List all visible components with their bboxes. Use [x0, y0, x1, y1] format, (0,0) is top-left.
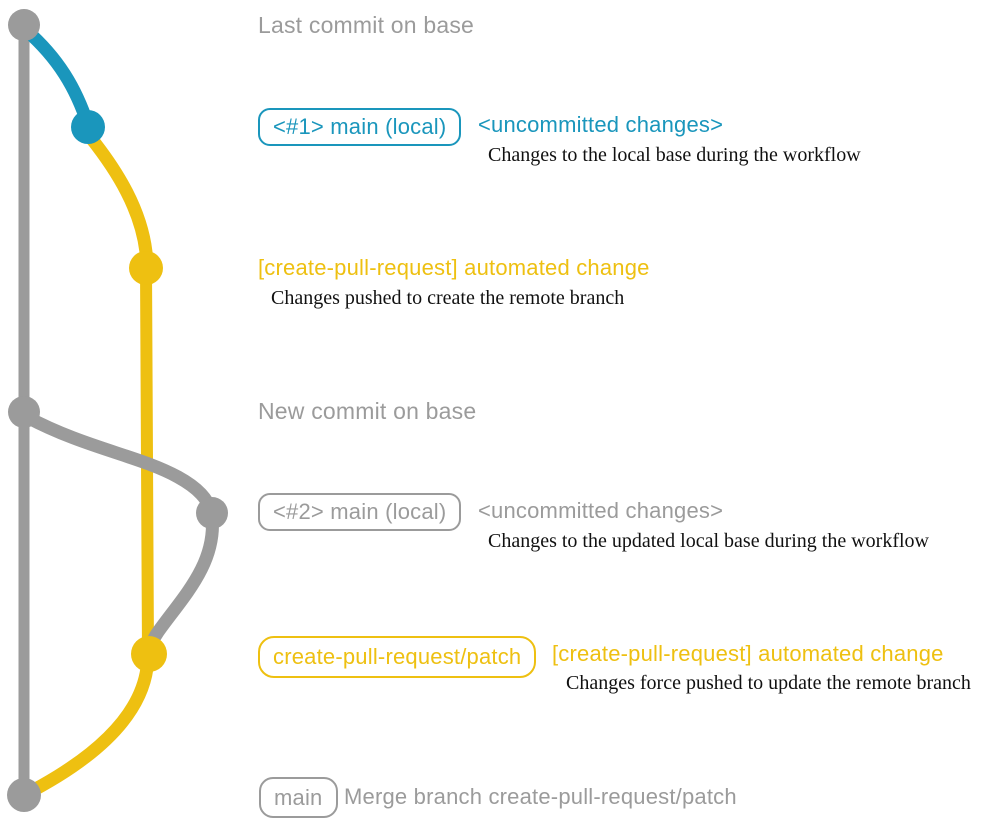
commit-node-automated-change-2: [131, 636, 167, 672]
description-automated-change-2: Changes force pushed to update the remot…: [566, 672, 971, 694]
branch-patch-merge-curve: [19, 661, 154, 801]
heading-automated-change-1: [create-pull-request] automated change: [258, 255, 650, 280]
branch-patch-curve-top: [84, 131, 153, 275]
commit-node-uncommitted-1: [71, 110, 105, 144]
commit-node-merge: [7, 778, 41, 812]
heading-automated-change-2: [create-pull-request] automated change: [552, 641, 944, 666]
label-new-commit-on-base: New commit on base: [258, 398, 477, 424]
commit-node-last-base: [8, 9, 40, 41]
description-automated-change-1: Changes pushed to create the remote bran…: [271, 287, 625, 309]
label-last-commit-on-base: Last commit on base: [258, 12, 475, 38]
branch-label-main: main: [259, 777, 338, 818]
branch-label-main-local-1: <#1> main (local): [258, 108, 462, 146]
branch-label-create-pull-request-patch: create-pull-request/patch: [258, 636, 537, 678]
description-uncommitted-changes-1: Changes to the local base during the wor…: [488, 144, 861, 166]
branch-local-main-curve-2: [20, 410, 219, 520]
commit-node-automated-change-1: [129, 251, 163, 285]
branch-label-main-local-2: <#2> main (local): [258, 493, 462, 531]
branch-rebase-curve: [142, 509, 219, 661]
description-uncommitted-changes-2: Changes to the updated local base during…: [488, 530, 929, 552]
label-merge-branch: Merge branch create-pull-request/patch: [344, 784, 737, 809]
heading-uncommitted-changes-2: <uncommitted changes>: [478, 498, 724, 523]
heading-uncommitted-changes-1: <uncommitted changes>: [478, 112, 724, 137]
commit-node-new-base: [8, 396, 40, 428]
branch-local-main-curve: [19, 23, 95, 132]
commit-node-uncommitted-2: [196, 497, 228, 529]
